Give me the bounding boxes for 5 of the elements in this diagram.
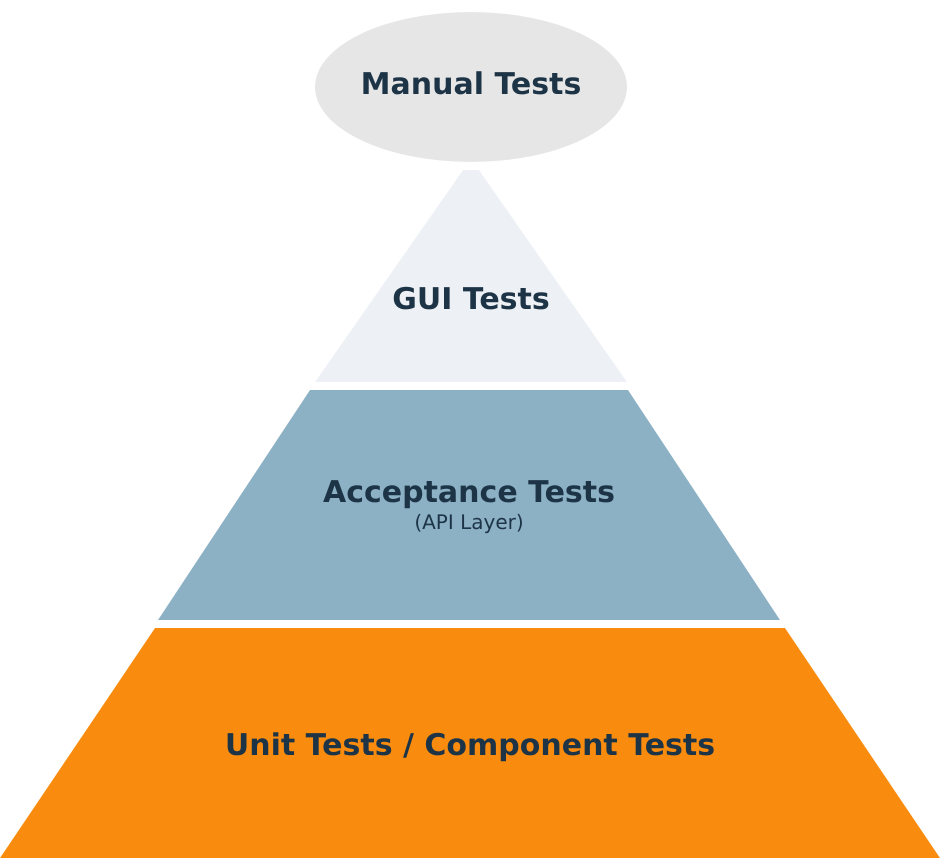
- layer-title: Manual Tests: [360, 67, 582, 102]
- layer-subtitle: (API Layer): [414, 510, 524, 534]
- layer-title: Acceptance Tests: [322, 475, 615, 510]
- layer-title: GUI Tests: [392, 282, 550, 317]
- layer-title: Unit Tests / Component Tests: [224, 728, 716, 763]
